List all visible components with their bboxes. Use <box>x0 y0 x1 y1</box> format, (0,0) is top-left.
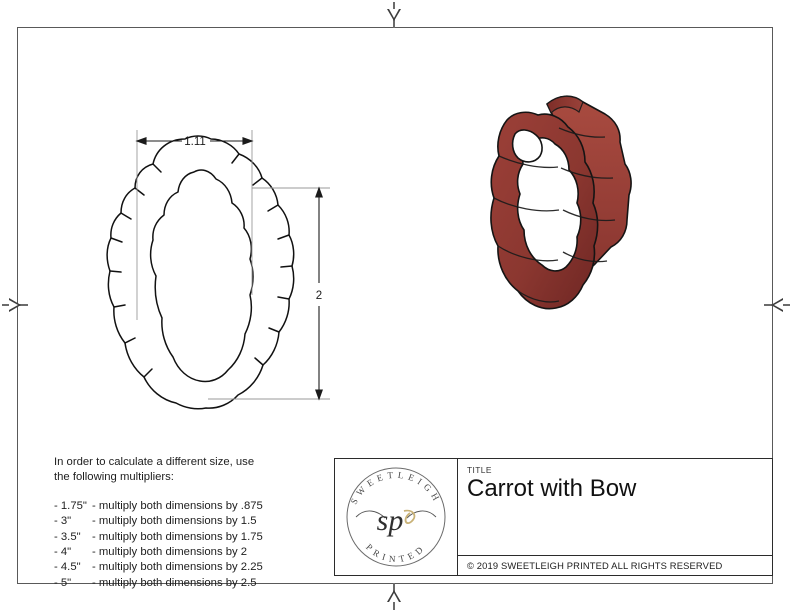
resize-intro: In order to calculate a different size, … <box>54 455 316 486</box>
resize-instructions: In order to calculate a different size, … <box>54 455 316 591</box>
dimension-height <box>315 186 323 401</box>
logo-flourish <box>355 510 437 519</box>
center-mark-top-icon <box>386 2 402 28</box>
product-3d-render <box>455 68 655 333</box>
dimension-width-label: 1.11 <box>184 136 206 148</box>
render-cutter-cavity <box>516 137 582 272</box>
multiplier-row: - 4" - multiply both dimensions by 2 <box>54 545 316 560</box>
multiplier-row: - 5" - multiply both dimensions by 2.5 <box>54 576 316 591</box>
multiplier-text: - multiply both dimensions by 2 <box>92 546 248 559</box>
center-mark-right-icon <box>764 297 790 313</box>
copyright-notice: © 2019 SWEETLEIGH PRINTED ALL RIGHTS RES… <box>458 555 772 575</box>
multiplier-row: - 3" - multiply both dimensions by 1.5 <box>54 514 316 529</box>
multiplier-text: - multiply both dimensions by 2.5 <box>92 576 257 589</box>
svg-text:SWEETLEIGH: SWEETLEIGH <box>349 470 443 506</box>
title-field-label: TITLE <box>467 465 492 475</box>
sweetleigh-printed-logo-icon: SWEETLEIGH PRINTED sp <box>346 467 446 567</box>
render-rim-strip <box>546 95 584 115</box>
part-outline-drawing: 1.11 2 <box>90 120 340 420</box>
multiplier-text: - multiply both dimensions by 2.25 <box>92 561 263 574</box>
logo-top-text: SWEETLEIGH <box>349 470 439 506</box>
dimension-extension-lines <box>136 130 330 400</box>
multiplier-text: - multiply both dimensions by 1.75 <box>92 530 263 543</box>
carrot-outer-outline <box>106 135 295 410</box>
logo-accent-swash <box>403 509 416 524</box>
render-bow-loop <box>511 129 543 163</box>
title-block-main: TITLE Carrot with Bow © 2019 SWEETLEIGH … <box>458 459 772 575</box>
multiplier-text: - multiply both dimensions by .875 <box>92 499 263 512</box>
multiplier-size: - 3.5" <box>54 530 81 543</box>
multiplier-size: - 4" <box>54 546 72 559</box>
render-rib-lines <box>493 127 616 303</box>
multiplier-size: - 5" <box>54 576 72 589</box>
center-mark-bottom-icon <box>386 583 402 610</box>
resize-intro-line2: the following multipliers: <box>54 471 174 484</box>
brand-logo: SWEETLEIGH PRINTED sp <box>335 459 458 575</box>
multiplier-size: - 1.75" <box>54 499 87 512</box>
multiplier-size: - 3" <box>54 515 72 528</box>
multiplier-row: - 4.5" - multiply both dimensions by 2.2… <box>54 560 316 575</box>
carrot-inner-outline <box>149 169 254 383</box>
title-area: TITLE Carrot with Bow <box>458 459 772 555</box>
logo-monogram: sp <box>377 504 404 537</box>
part-title: Carrot with Bow <box>467 475 637 502</box>
multiplier-row: - 1.75" - multiply both dimensions by .8… <box>54 499 316 514</box>
multiplier-size: - 4.5" <box>54 561 81 574</box>
multiplier-text: - multiply both dimensions by 1.5 <box>92 515 257 528</box>
dimension-height-label: 2 <box>316 290 322 302</box>
multiplier-row: - 3.5" - multiply both dimensions by 1.7… <box>54 530 316 545</box>
dimension-width <box>135 137 254 145</box>
title-block: SWEETLEIGH PRINTED sp TITLE Carrot with … <box>334 458 773 576</box>
center-mark-left-icon <box>2 297 28 313</box>
resize-intro-line1: In order to calculate a different size, … <box>54 456 255 468</box>
